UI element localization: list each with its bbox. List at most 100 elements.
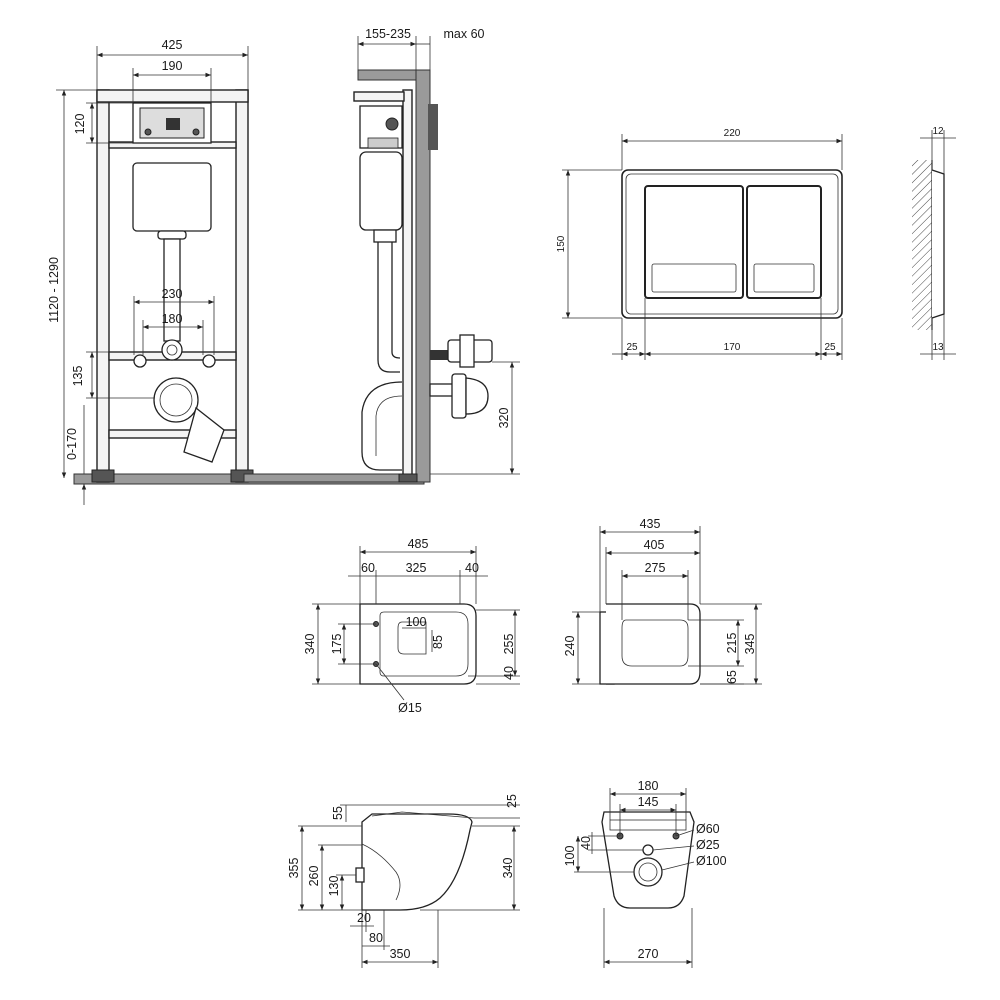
bowl-right-offset-label: 40 [465,561,479,575]
frame-side-foot [398,473,418,483]
hole-spacing-label: 175 [330,634,344,655]
frame-width-label: 425 [162,38,183,52]
rear-offset-label: 40 [502,666,516,680]
rear-outlet-offset-label: 100 [563,846,577,867]
seat-hinge-offset-label: 65 [725,670,739,684]
wall-hatch [912,160,932,330]
bolt-diameter-label: Ø25 [696,838,720,852]
hole-diameter-label: Ø15 [398,701,422,715]
frame-height-range-label: 1120 - 1290 [47,257,61,323]
rear-top-width-label: 180 [638,779,659,793]
top-bracket [353,91,405,102]
leader-line [661,861,695,871]
seat-lid-outline [621,619,689,667]
outlet-height-label: 130 [327,876,341,897]
frame-side-upright [402,89,413,481]
bowl-rear-rim [609,819,687,831]
bowl-left-offset-label: 60 [361,561,375,575]
mounting-bolt-right-icon [202,354,216,368]
outlet-width-label: 100 [406,615,427,629]
bolt-spacing-inner-label: 180 [162,312,183,326]
frame-side-view: 155-235 max 60 320 [243,27,520,483]
seat-inner-length-label: 405 [644,538,665,552]
plate-top-thickness-label: 12 [932,126,944,137]
side-cistern-tank [359,151,403,231]
flush-button-large [644,185,744,299]
mechanism-screw-icon [192,128,200,136]
plate-side-profile [931,169,945,319]
foot-label: 20 [357,911,371,925]
bowl-mid-length-label: 325 [406,561,427,575]
seat-side-profile [371,811,475,819]
seat-overall-width-label: 345 [743,634,757,655]
rim-height-label: 55 [331,806,345,820]
bowl-side-inner-curve [361,843,401,901]
bowl-side-outline [361,813,473,911]
bowl-total-length-label: 485 [408,537,429,551]
flush-plate-bevel [625,173,839,315]
frame-right-upright [235,89,249,483]
flush-pipe-outlet-icon [161,339,183,361]
flush-valve-icon [166,118,180,130]
mechanism-screw-icon [144,128,152,136]
seat-top-view: 435 405 275 240 215 65 345 [563,517,762,685]
flush-connector-thread [430,350,448,360]
frame-top-bar [96,89,249,103]
seat-total-length-label: 435 [640,517,661,531]
rear-bolt-spacing-label: 145 [638,795,659,809]
frame-cross-bar-3 [108,429,237,439]
seat-lid-width-label: 215 [725,633,739,654]
flush-connector-nut [459,334,475,368]
bowl-top-outline [359,603,477,685]
seat-outline [606,603,701,685]
bowl-height-label: 355 [287,858,301,879]
flush-button-large-indicator [651,263,737,293]
side-drain-elbow [361,381,403,471]
leg-adjust-label: 0-170 [65,428,79,460]
floor-slab [243,473,415,483]
seat-lid-length-label: 275 [645,561,666,575]
outlet-depth-label: 85 [431,635,445,649]
seat-rear-width-label: 240 [563,636,577,657]
bowl-top-view: 485 60 325 40 340 175 100 85 255 40 Ø15 [303,537,520,715]
drain-connector-flange [451,373,467,419]
outlet-port-icon [633,857,663,887]
flush-button-small-indicator [753,263,815,293]
front-height-label: 340 [501,858,515,879]
flush-pipe-outlet-inner-icon [166,344,178,356]
bowl-side-view: 25 55 355 260 130 340 20 80 350 [287,794,520,968]
plate-height-label: 120 [73,114,87,135]
plate-height-label: 150 [556,235,567,252]
flush-plate-front-view: 220 150 25 170 25 [556,128,843,360]
wall-offset-label: max 60 [444,27,485,41]
mounting-bolt-left-icon [133,354,147,368]
flush-pipe-collar [157,230,187,240]
side-pipe-collar [373,229,397,243]
drain-connector-inner-icon [159,383,193,417]
bolt-spacing-outer-label: 230 [162,287,183,301]
side-drain-elbow-inner [375,395,403,456]
frame-left-foot [91,469,115,483]
inlet-diameter-label: Ø60 [696,822,720,836]
inlet-port-icon [642,844,654,856]
drain-elbow-pipe [183,406,225,463]
flush-button-small [746,185,822,299]
gap-label: 80 [369,931,383,945]
plate-width-label: 190 [162,59,183,73]
drain-connector-icon [153,377,199,423]
side-valve-icon [385,117,399,131]
wall-flush-plate [428,104,438,150]
plate-left-margin-label: 25 [626,342,638,353]
inlet-height-label: 320 [497,408,511,429]
rear-bottom-width-label: 270 [638,947,659,961]
rear-inlet-offset-label: 40 [579,836,593,850]
hole-diameter-leader [375,663,405,701]
bowl-top-rim [379,611,469,677]
bowl-width-label: 340 [303,634,317,655]
bowl-side-outlet-stub [355,867,365,883]
depth-range-label: 155-235 [365,27,411,41]
bowl-depth-label: 350 [390,947,411,961]
flush-plate-side-view: 12 13 [912,126,956,360]
frame-left-upright [96,89,110,483]
wall-section [415,69,431,483]
